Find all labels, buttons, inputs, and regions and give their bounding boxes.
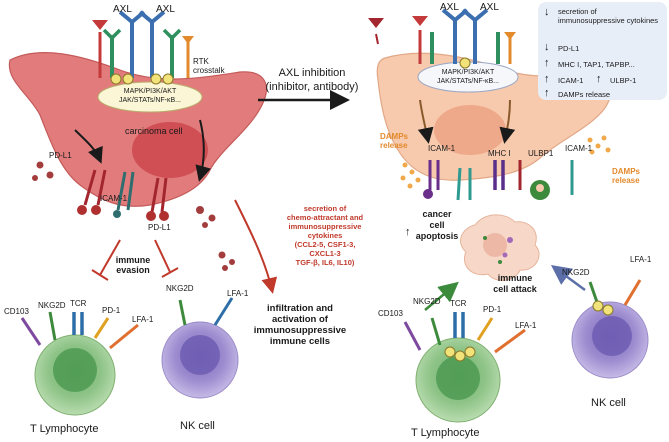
apoptosis-line-3: apoptosis xyxy=(415,231,459,241)
attack-line-2: cell attack xyxy=(493,284,537,294)
legend-item-pdl1: PD-L1 xyxy=(558,44,580,53)
legend-arrow-up-4: ↑ xyxy=(544,87,550,99)
left-pdl1-label-1: PD-L1 xyxy=(49,151,72,160)
right-axl-receptors xyxy=(368,8,516,69)
damps-right-line-1: DAMPs xyxy=(612,167,641,176)
right-tcell-pd1: PD-1 xyxy=(483,305,502,314)
damps-left-line-2: release xyxy=(380,141,408,150)
immune-evasion-label: immune evasion xyxy=(115,255,151,275)
right-icam1-label-2: ICAM-1 xyxy=(565,144,593,153)
right-axl-label-2: AXL xyxy=(480,2,499,13)
right-axl-label-1: AXL xyxy=(440,2,459,13)
infiltration-line-1: infiltration and xyxy=(267,303,333,314)
right-signal-arrow-1 xyxy=(417,99,434,144)
left-nucleus xyxy=(132,122,208,178)
right-pathway-line-2: JAK/STATs/NF-κB... xyxy=(437,78,499,85)
left-cytokine-dots xyxy=(32,161,235,271)
secretion-line-4: cytokines xyxy=(307,231,343,240)
left-axl-receptors xyxy=(92,10,194,85)
secretion-line-3: immunosuppressive xyxy=(288,222,362,231)
left-signal-arrow-1 xyxy=(74,129,103,164)
left-tcell-tcr: TCR xyxy=(70,299,87,308)
apoptotic-cell xyxy=(460,214,540,281)
legend-item-mhc: MHC I, TAP1, TAPBP... xyxy=(558,60,635,69)
left-nk-cell xyxy=(161,297,239,399)
left-t-lymphocyte xyxy=(20,311,139,416)
right-icam1-label-1: ICAM-1 xyxy=(428,144,456,153)
apoptosis-line-1: cancer xyxy=(422,209,452,219)
infiltration-line-2: activation of xyxy=(272,314,328,325)
right-ulbp1-label: ULBP1 xyxy=(528,149,554,158)
left-nk-cell-label: NK cell xyxy=(180,420,215,432)
left-tcell-cd103: CD103 xyxy=(4,307,29,316)
damps-dots xyxy=(400,135,611,189)
legend-arrow-down-1: ↓ xyxy=(544,6,550,18)
left-t-lymphocyte-label: T Lymphocyte xyxy=(30,423,99,435)
left-ligands xyxy=(77,169,169,221)
right-tcell-tcr: TCR xyxy=(450,299,467,308)
left-nk-lfa1: LFA-1 xyxy=(227,289,249,298)
carcinoma-cell-label: carcinoma cell xyxy=(125,126,183,136)
legend-arrow-up-2: ↑ xyxy=(544,73,550,85)
right-tcell-nkg2d: NKG2D xyxy=(413,297,441,306)
immune-evasion-inhibitors xyxy=(91,239,179,281)
right-nk-cell-label: NK cell xyxy=(591,397,626,409)
left-tcell-pd1: PD-1 xyxy=(102,306,121,315)
right-nk-lfa1: LFA-1 xyxy=(630,255,652,264)
left-axl-label-1: AXL xyxy=(113,4,132,15)
rtk-crosstalk-label: RTK crosstalk xyxy=(193,57,225,75)
left-axl-label-2: AXL xyxy=(156,4,175,15)
legend-arrow-down-2: ↓ xyxy=(544,41,550,53)
nk-attack-arrow xyxy=(550,265,586,292)
legend-arrow-up-3: ↑ xyxy=(596,73,602,85)
secretion-line-2: chemo-attractant and xyxy=(286,213,364,222)
legend-item-damps: DAMPs release xyxy=(558,90,611,99)
right-t-lymphocyte-label: T Lymphocyte xyxy=(411,427,480,439)
secretion-line-5: (CCL2-5, CSF1-3, xyxy=(294,240,356,249)
left-pdl1-label-2: PD-L1 xyxy=(148,223,171,232)
attack-line-1: immune xyxy=(497,273,533,283)
t-cell-attack-arrow xyxy=(424,281,459,311)
right-nk-cell xyxy=(571,279,649,379)
left-signal-arrow-2 xyxy=(195,119,211,182)
legend-item-icam1: ICAM-1 xyxy=(558,76,584,85)
left-tcell-nkg2d: NKG2D xyxy=(38,301,66,310)
left-pathway-oval xyxy=(97,81,203,113)
right-surface-markers xyxy=(423,160,574,201)
right-signal-arrow-2 xyxy=(499,99,516,144)
apoptosis-line-2: cell xyxy=(429,220,445,230)
secretion-line-6: CXCL1-3 xyxy=(309,249,341,258)
apoptosis-up-arrow: ↑ xyxy=(405,226,411,238)
left-tcell-lfa1: LFA-1 xyxy=(132,315,154,324)
secretion-line-7: TGF-β, IL6, IL10) xyxy=(295,258,355,267)
left-pathway-line-1: MAPK/PI3K/AKT xyxy=(123,88,177,95)
right-t-lymphocyte xyxy=(403,312,526,423)
damps-right-line-2: release xyxy=(612,176,640,185)
legend-arrow-up-1: ↑ xyxy=(544,57,550,69)
damps-left-line-1: DAMPs xyxy=(380,132,409,141)
right-nk-nkg2d: NKG2D xyxy=(562,268,590,277)
legend-item-ulbp1: ULBP-1 xyxy=(610,76,637,85)
axl-inhibition-title: AXL inhibition xyxy=(278,67,346,79)
legend-item-secretion: secretion of immunosuppressive cytokines xyxy=(558,7,659,25)
left-pathway-line-2: JAK/STATs/NF-κB... xyxy=(119,97,181,104)
right-mhc1-label: MHC I xyxy=(488,149,511,158)
right-nucleus xyxy=(434,105,506,155)
left-icam1-label: ICAM-1 xyxy=(100,194,128,203)
right-tcell-cd103: CD103 xyxy=(378,309,403,318)
secretion-line-1: secretion of xyxy=(303,204,347,213)
right-tcell-lfa1: LFA-1 xyxy=(515,321,537,330)
infiltration-line-4: immune cells xyxy=(269,336,331,347)
right-pathway-line-1: MAPK/PI3K/AKT xyxy=(441,69,495,76)
left-nk-nkg2d: NKG2D xyxy=(166,284,194,293)
infiltration-arrow xyxy=(234,199,278,294)
infiltration-line-3: immunosuppressive xyxy=(253,325,347,336)
effects-legend: ↓ secretion of immunosuppressive cytokin… xyxy=(538,2,667,100)
axl-inhibition-subtitle: (inhibitor, antibody) xyxy=(265,81,359,93)
